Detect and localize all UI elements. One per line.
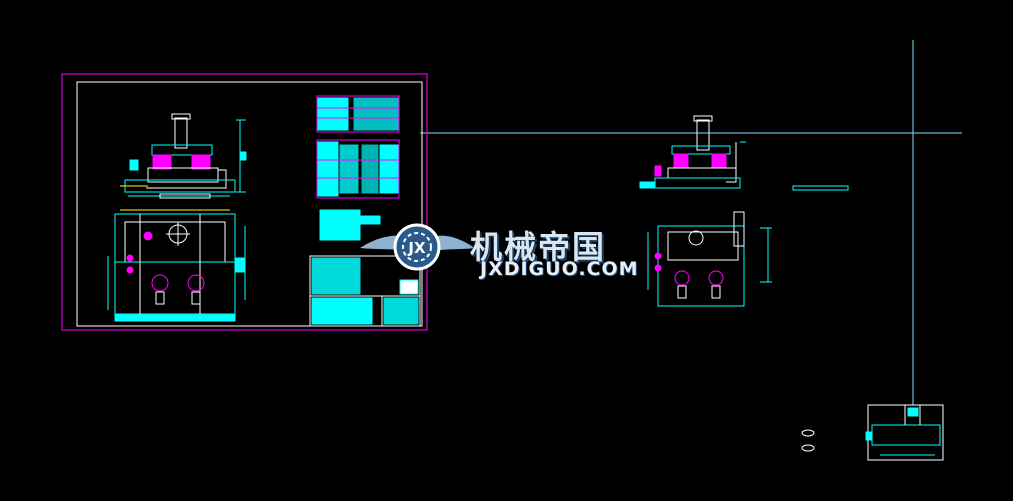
watermark-logo-letters: JX xyxy=(407,239,426,257)
watermark-site: JXDIGUO.COM xyxy=(480,258,639,280)
pump-plan-view-detail[interactable] xyxy=(647,211,772,307)
pump-plan-view[interactable] xyxy=(107,209,246,322)
dimension-bar[interactable] xyxy=(792,185,849,191)
crosshair-cursor xyxy=(420,40,962,405)
symbol-markers[interactable] xyxy=(801,429,815,452)
pump-front-view-detail[interactable] xyxy=(639,115,746,189)
base-frame-view[interactable] xyxy=(865,404,944,461)
drawing-sheet[interactable] xyxy=(61,73,428,331)
parts-tables[interactable] xyxy=(309,95,421,327)
watermark-logo: JX xyxy=(360,223,475,271)
watermark-title: 机械帝国 xyxy=(470,228,607,266)
pump-front-view[interactable] xyxy=(120,113,247,199)
